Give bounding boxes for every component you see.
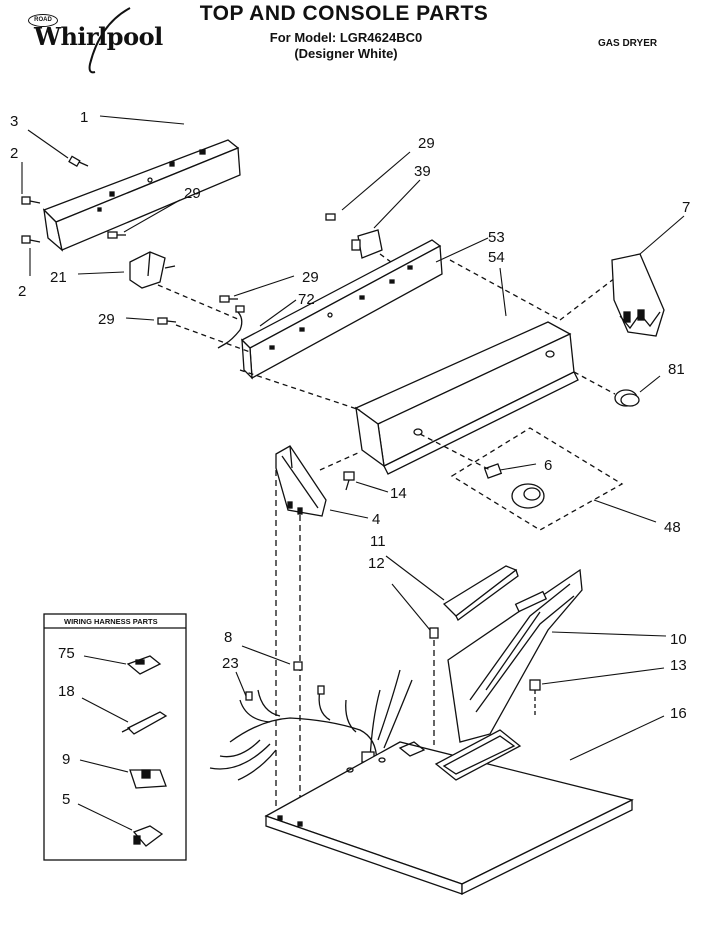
wiring-harness-inset: WIRING HARNESS PARTS — [43, 613, 187, 861]
part-48-knob-assembly — [450, 427, 624, 531]
callout-1: 1 — [80, 109, 88, 126]
page-header: ROAD Whirlpool TOP AND CONSOLE PARTS For… — [0, 0, 704, 74]
part-53-console-bar — [240, 239, 443, 380]
callout-9: 9 — [62, 751, 70, 768]
callout-10: 10 — [670, 631, 687, 648]
callout-54: 54 — [488, 249, 505, 266]
part-6-clip — [483, 463, 503, 479]
callout-72: 72 — [298, 291, 315, 308]
model-variant: (Designer White) — [294, 46, 398, 61]
part-54-console — [354, 321, 579, 475]
part-23-wire-harness — [209, 669, 413, 781]
page-title: TOP AND CONSOLE PARTS — [199, 2, 489, 25]
callout-8: 8 — [224, 629, 232, 646]
part-39-bracket — [351, 229, 383, 259]
callout-11: 11 — [370, 533, 386, 550]
callout-13: 13 — [670, 657, 687, 674]
screw-part-3 — [68, 155, 89, 167]
screw-part-29-a — [107, 231, 126, 239]
screw-part-2-lower — [21, 235, 41, 244]
callout-2-upper: 2 — [10, 145, 18, 162]
callout-12: 12 — [368, 555, 385, 572]
part-81-knob — [614, 389, 640, 407]
part-4-end-cap — [275, 445, 327, 517]
callout-81: 81 — [668, 361, 685, 378]
callout-leaders — [21, 115, 685, 831]
part-7-end-cap — [611, 253, 665, 337]
callout-21: 21 — [50, 269, 67, 286]
screw-part-29-b — [325, 213, 336, 221]
callout-18: 18 — [58, 683, 75, 700]
callout-4: 4 — [372, 511, 380, 528]
screw-part-2-upper — [21, 196, 41, 205]
part-1-control-panel — [42, 139, 241, 252]
callout-14: 14 — [390, 485, 407, 502]
part-18-terminal — [121, 711, 168, 735]
callout-6: 6 — [544, 457, 552, 474]
callout-29-c: 29 — [302, 269, 319, 286]
callout-53: 53 — [488, 229, 505, 246]
screw-part-14 — [343, 471, 355, 491]
callout-29-a: 29 — [184, 185, 201, 202]
whirlpool-swoosh-icon — [88, 7, 131, 74]
part-21-switch — [129, 251, 176, 289]
part-11-cover — [442, 565, 519, 621]
callout-39: 39 — [414, 163, 431, 180]
screw-part-12 — [429, 627, 439, 639]
screw-part-29-c — [219, 295, 238, 303]
callout-16: 16 — [670, 705, 687, 722]
callout-29-d: 29 — [98, 311, 115, 328]
callout-labels: 1 3 2 2 21 29 29 39 29 72 29 53 54 7 81 … — [10, 109, 690, 808]
screw-part-29-d — [157, 317, 177, 325]
part-5-connector — [132, 825, 164, 847]
part-10-brace — [447, 568, 583, 743]
callout-48: 48 — [664, 519, 681, 536]
part-16-dryer-top — [264, 729, 634, 896]
part-72-wire — [217, 305, 245, 349]
callout-29-b: 29 — [418, 135, 435, 152]
model-number: For Model: LGR4624BC0 — [269, 30, 423, 45]
part-75-connector — [126, 655, 162, 675]
inset-title: WIRING HARNESS PARTS — [64, 617, 158, 626]
screw-part-13 — [529, 679, 541, 718]
callout-2-lower: 2 — [18, 283, 26, 300]
part-9-connector — [129, 769, 167, 789]
callout-5: 5 — [62, 791, 70, 808]
brand-logo-text: Whirlpool — [34, 22, 163, 51]
whirlpool-badge-logo: ROAD — [28, 14, 58, 27]
part-8-clip — [293, 661, 303, 671]
callout-23: 23 — [222, 655, 239, 672]
callout-7: 7 — [682, 199, 690, 216]
callout-75: 75 — [58, 645, 75, 662]
callout-3: 3 — [10, 113, 18, 130]
dryer-type-label: GAS DRYER — [598, 38, 658, 49]
